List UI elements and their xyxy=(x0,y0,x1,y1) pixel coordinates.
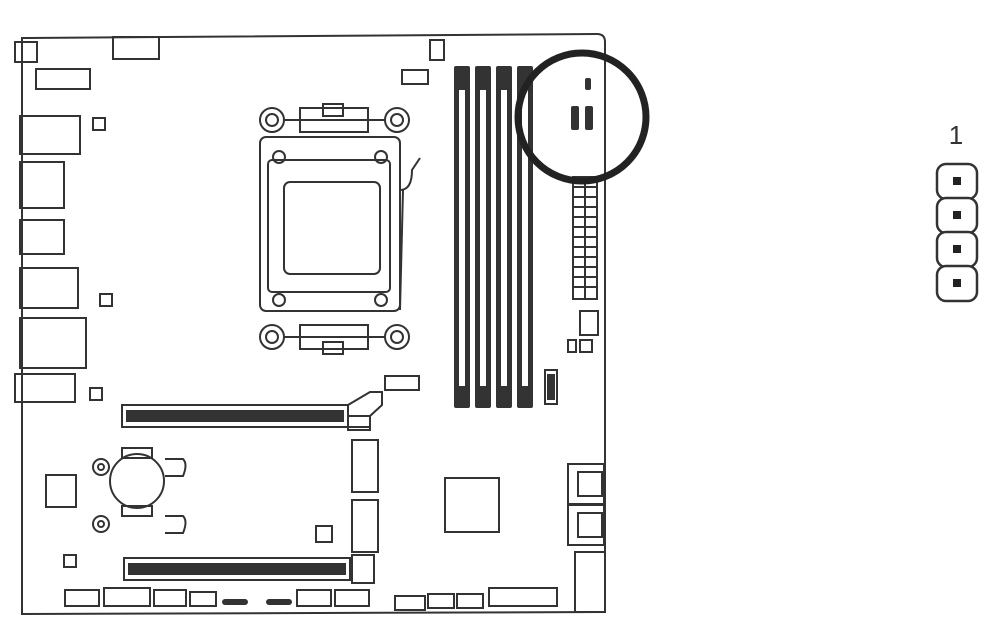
highlight-circle xyxy=(514,49,650,185)
m2-slot xyxy=(351,439,379,493)
small-component xyxy=(579,339,593,353)
pcie-slot-1 xyxy=(121,391,383,431)
fan-header xyxy=(429,39,445,61)
pin-1-label: 1 xyxy=(948,120,964,150)
bottom-header xyxy=(103,587,151,607)
io-port-6 xyxy=(19,267,79,309)
header-pins xyxy=(571,106,579,130)
bottom-header xyxy=(488,587,558,607)
io-port-1 xyxy=(14,41,38,63)
atx-power-connector xyxy=(572,176,598,300)
cmos-battery xyxy=(92,447,187,534)
header-pins xyxy=(585,106,593,130)
pcie-slot-2 xyxy=(123,554,375,584)
rear-connector xyxy=(574,551,606,613)
m2-slot xyxy=(544,369,558,405)
small-component xyxy=(315,525,333,543)
bottom-header xyxy=(456,593,484,609)
small-component xyxy=(89,387,103,401)
fan-header xyxy=(579,310,599,336)
sata-ports xyxy=(567,463,605,546)
led-component xyxy=(222,599,248,605)
bottom-header xyxy=(427,593,455,609)
pcie-slot-2-contacts xyxy=(128,563,346,575)
chip xyxy=(45,474,77,508)
bottom-header xyxy=(64,589,100,607)
m2-vertical-fill xyxy=(547,374,555,400)
cpu-socket xyxy=(259,103,421,355)
usb-header xyxy=(384,375,420,391)
io-port-8 xyxy=(14,373,76,403)
io-port-4 xyxy=(19,161,65,209)
m2-slot xyxy=(351,499,379,553)
chipset xyxy=(444,477,500,533)
board-outline xyxy=(21,32,606,616)
bottom-header xyxy=(153,589,187,607)
bottom-header xyxy=(296,589,332,607)
io-port-3 xyxy=(19,115,81,155)
pcie-slot-1-contacts xyxy=(126,410,344,422)
io-port-7 xyxy=(19,317,87,369)
bottom-header xyxy=(189,591,217,607)
io-port-2 xyxy=(35,68,91,90)
header-detail-pins xyxy=(935,162,979,303)
bottom-header xyxy=(334,589,370,607)
io-port-5 xyxy=(19,219,65,255)
bottom-header xyxy=(394,595,426,611)
small-component xyxy=(92,117,106,131)
led-component xyxy=(266,599,292,605)
fan-header xyxy=(401,69,429,85)
small-component xyxy=(99,293,113,307)
jumper-pins xyxy=(585,78,591,90)
small-component xyxy=(63,554,77,568)
cpu-power-connector xyxy=(112,36,160,60)
small-component xyxy=(567,339,577,353)
